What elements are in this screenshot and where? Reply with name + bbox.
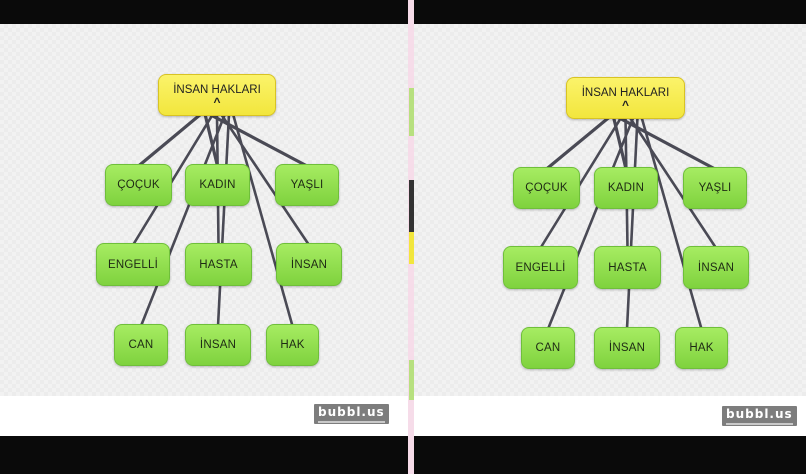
node-kadin[interactable]: KADIN [185,164,250,206]
node-label: KADIN [607,182,645,194]
root-node-label: İNSAN HAKLARI [581,87,670,99]
link-root-hak [640,115,703,331]
link-root-yasli [615,115,717,171]
node-kadin[interactable]: KADIN [594,167,658,209]
root-node-label: İNSAN HAKLARI [173,84,261,96]
node-engelli[interactable]: ENGELLİ [503,246,578,289]
node-label: ÇOÇUK [525,182,568,194]
link-root-insan1 [219,112,311,247]
logo-text: bubbl.us [318,405,385,419]
node-can[interactable]: CAN [114,324,168,366]
node-hak[interactable]: HAK [675,327,728,369]
node-label: YAŞLI [290,179,324,191]
node-insan-1[interactable]: İNSAN [276,243,342,286]
node-can[interactable]: CAN [521,327,575,369]
node-label: HASTA [199,258,238,271]
mindmap-canvas[interactable]: İNSAN HAKLARI ^ ÇOÇUK KADIN YAŞLI ENGELL… [0,24,410,396]
node-label: KADIN [199,179,236,191]
node-label: HASTA [608,261,647,274]
node-hak[interactable]: HAK [266,324,319,366]
footer-band: bubbl.us [0,396,410,436]
node-cocuk[interactable]: ÇOÇUK [513,167,580,209]
bottom-black-bar [414,436,806,474]
top-black-bar [0,0,410,24]
top-black-bar [414,0,806,24]
link-root-engelli [131,112,215,247]
node-insan-1[interactable]: İNSAN [683,246,749,289]
mindmap-canvas[interactable]: İNSAN HAKLARI ^ ÇOÇUK KADIN YAŞLI ENGELL… [414,24,806,396]
left-screenshot-panel: İNSAN HAKLARI ^ ÇOÇUK KADIN YAŞLI ENGELL… [0,0,410,474]
footer-band: bubbl.us [414,396,806,436]
node-label: İNSAN [199,339,237,351]
node-hasta[interactable]: HASTA [594,246,661,289]
link-root-yasli [207,112,309,168]
link-root-cocuk [544,115,612,171]
link-root-insan1 [628,115,718,250]
node-yasli[interactable]: YAŞLI [275,164,339,206]
link-root-can [546,115,635,331]
node-label: CAN [535,342,561,354]
node-label: ENGELLİ [515,261,566,274]
bubblus-logo: bubbl.us [722,406,797,426]
panel-divider [408,0,416,474]
link-root-can [139,112,227,328]
link-root-insan2 [625,115,639,331]
chevron-up-icon[interactable]: ^ [621,98,629,112]
node-label: İNSAN [290,258,328,271]
node-engelli[interactable]: ENGELLİ [96,243,170,286]
right-screenshot-panel: İNSAN HAKLARI ^ ÇOÇUK KADIN YAŞLI ENGELL… [414,0,806,474]
link-root-hak [231,112,294,328]
root-node[interactable]: İNSAN HAKLARI ^ [158,74,276,116]
node-label: CAN [128,339,154,351]
node-label: HAK [280,339,305,351]
node-insan-2[interactable]: İNSAN [185,324,251,366]
bubblus-logo: bubbl.us [314,404,389,424]
node-label: ÇOÇUK [117,179,160,191]
node-label: ENGELLİ [108,258,158,271]
mindmap-links [539,115,718,331]
link-root-engelli [539,115,623,250]
node-yasli[interactable]: YAŞLI [683,167,747,209]
node-label: İNSAN [608,342,646,354]
node-hasta[interactable]: HASTA [185,243,252,286]
chevron-up-icon[interactable]: ^ [213,95,221,109]
link-root-insan2 [216,112,231,328]
node-insan-2[interactable]: İNSAN [594,327,660,369]
root-node[interactable]: İNSAN HAKLARI ^ [566,77,685,119]
node-label: HAK [689,342,714,354]
node-label: YAŞLI [698,182,732,194]
bottom-black-bar [0,436,410,474]
mindmap-links [131,112,311,328]
node-label: İNSAN [697,261,735,274]
link-root-cocuk [136,112,203,168]
logo-text: bubbl.us [726,407,793,421]
node-cocuk[interactable]: ÇOÇUK [105,164,172,206]
